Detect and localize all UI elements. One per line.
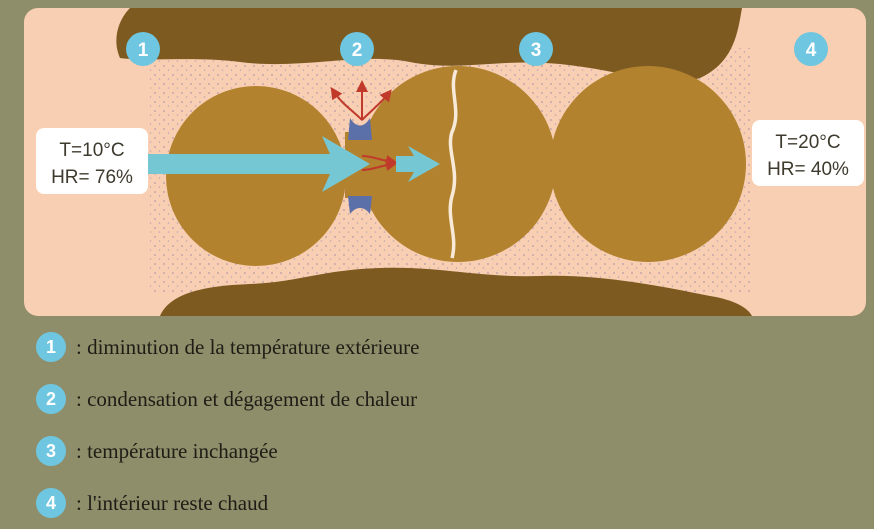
outside-humidity: HR= 76% bbox=[51, 167, 133, 188]
grain-bridge-2 bbox=[540, 140, 558, 188]
legend-text-3: : température inchangée bbox=[76, 439, 278, 464]
legend-text-1: : diminution de la température extérieur… bbox=[76, 335, 419, 360]
moisture-diagram: T=10°C HR= 76% T=20°C HR= 40% 1 2 3 4 bbox=[0, 0, 874, 330]
inside-humidity: HR= 40% bbox=[767, 159, 849, 180]
outside-temperature: T=10°C bbox=[59, 140, 124, 161]
legend-text-2: : condensation et dégagement de chaleur bbox=[76, 387, 417, 412]
badge-2-label: 2 bbox=[352, 40, 363, 61]
legend-badge-1: 1 bbox=[36, 332, 66, 362]
legend-badge-2: 2 bbox=[36, 384, 66, 414]
legend-item-2: 2 : condensation et dégagement de chaleu… bbox=[36, 382, 417, 416]
legend-badge-3: 3 bbox=[36, 436, 66, 466]
badge-3-label: 3 bbox=[531, 40, 542, 61]
legend-badge-4: 4 bbox=[36, 488, 66, 518]
legend-item-4: 4 : l'intérieur reste chaud bbox=[36, 486, 268, 520]
inside-temperature: T=20°C bbox=[775, 132, 840, 153]
legend-item-3: 3 : température inchangée bbox=[36, 434, 278, 468]
badge-1-label: 1 bbox=[138, 40, 149, 61]
grain-3 bbox=[550, 66, 746, 262]
badge-4-label: 4 bbox=[806, 40, 817, 61]
grain-1 bbox=[166, 86, 346, 266]
legend-item-1: 1 : diminution de la température extérie… bbox=[36, 330, 419, 364]
legend-text-4: : l'intérieur reste chaud bbox=[76, 491, 268, 516]
